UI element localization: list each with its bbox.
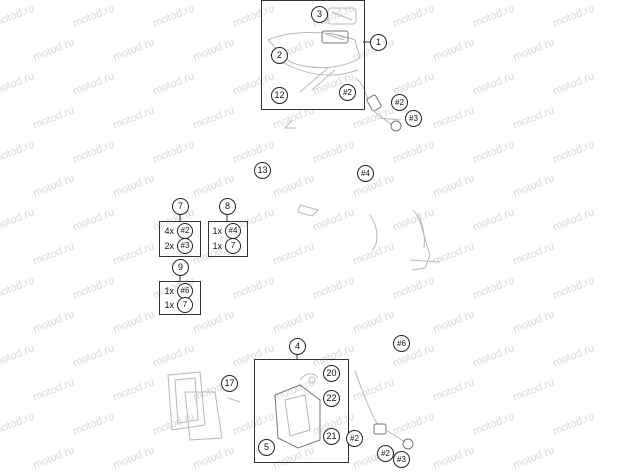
callout-ref-6[interactable]: #6 — [393, 335, 410, 352]
kit8-qty-1: 1x — [212, 226, 222, 236]
kit7-row-1: 4x #2 — [160, 223, 193, 239]
kit9-ref-1[interactable]: #6 — [177, 283, 193, 299]
callout-ref-2-top[interactable]: #2 — [339, 84, 356, 101]
kit8-frame — [208, 221, 248, 257]
callout-2[interactable]: 2 — [271, 47, 288, 64]
kit7-qty-1: 4x — [164, 226, 174, 236]
brake-hose-drawing — [283, 119, 441, 271]
callout-ref-2-bottom-a[interactable]: #2 — [346, 430, 363, 447]
kit7-row-2: 2x #3 — [160, 238, 193, 254]
callout-20[interactable]: 20 — [323, 365, 340, 382]
callout-9[interactable]: 9 — [172, 259, 189, 276]
callout-3[interactable]: 3 — [311, 6, 328, 23]
reservoir-drawing — [327, 7, 357, 25]
kit7-ref-2[interactable]: #3 — [177, 238, 193, 254]
callout-ref-4[interactable]: #4 — [357, 165, 374, 182]
kit9-row-2: 1x 7 — [160, 297, 193, 313]
callout-13[interactable]: 13 — [254, 162, 271, 179]
callout-4[interactable]: 4 — [289, 338, 306, 355]
kit9-qty-1: 1x — [164, 286, 174, 296]
lever-assembly-frame — [261, 0, 365, 110]
callout-ref-3-bottom[interactable]: #3 — [393, 451, 410, 468]
kit7-qty-2: 2x — [164, 241, 174, 251]
kit8-ref-1[interactable]: #4 — [225, 223, 241, 239]
callout-22[interactable]: 22 — [323, 390, 340, 407]
kit9-ref-2[interactable]: 7 — [177, 297, 193, 313]
kit7-ref-1[interactable]: #2 — [177, 223, 193, 239]
kit7-frame — [159, 221, 201, 257]
kit8-row-2: 1x 7 — [208, 238, 241, 254]
kit9-row-1: 1x #6 — [160, 283, 193, 299]
kit8-ref-2[interactable]: 7 — [225, 238, 241, 254]
callout-12[interactable]: 12 — [271, 87, 288, 104]
callout-1[interactable]: 1 — [370, 34, 387, 51]
kit9-qty-2: 1x — [164, 300, 174, 310]
callout-7[interactable]: 7 — [172, 198, 189, 215]
callout-21[interactable]: 21 — [323, 428, 340, 445]
banjo-fitting-bottom-drawing — [354, 369, 414, 450]
callout-8[interactable]: 8 — [219, 198, 236, 215]
caliper-assembly-frame — [254, 359, 349, 463]
kit8-qty-2: 1x — [212, 241, 222, 251]
callout-ref-3-right[interactable]: #3 — [405, 110, 422, 127]
kit8-row-1: 1x #4 — [208, 223, 241, 239]
callout-17[interactable]: 17 — [221, 375, 238, 392]
kit9-frame — [159, 281, 201, 315]
callout-ref-2-right[interactable]: #2 — [391, 94, 408, 111]
callout-5[interactable]: 5 — [258, 439, 275, 456]
callout-ref-2-bottom-b[interactable]: #2 — [377, 445, 394, 462]
banjo-fitting-top-drawing — [354, 77, 402, 132]
brake-pads-drawing — [167, 371, 241, 441]
caliper-drawing — [274, 373, 321, 449]
